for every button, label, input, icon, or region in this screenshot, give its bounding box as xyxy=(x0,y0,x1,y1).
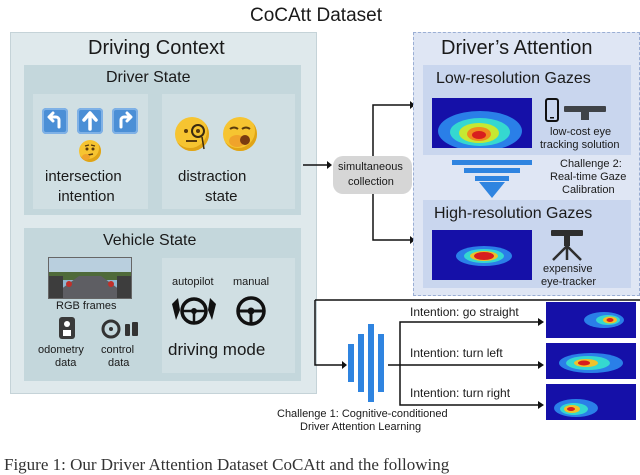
simultaneous-collection-box xyxy=(333,156,412,194)
intention-label-line1: intersection xyxy=(45,168,122,185)
output-heatmap-left xyxy=(546,343,636,379)
challenge2-line2: Real-time Gaze xyxy=(550,171,627,183)
learning-connectors xyxy=(314,299,640,409)
low-res-heading: Low-resolution Gazes xyxy=(436,70,591,87)
high-res-device-label-2: eye-tracker xyxy=(541,276,597,288)
rgb-frame-image xyxy=(48,257,132,299)
calibration-bar-1 xyxy=(452,160,532,165)
control-label-line1: control xyxy=(101,344,135,356)
calibration-arrow-icon xyxy=(479,182,505,198)
drivers-attention-heading: Driver’s Attention xyxy=(441,37,593,59)
dataset-title: CoCAtt Dataset xyxy=(250,5,382,26)
turn-right-icon xyxy=(112,108,138,134)
challenge1-line2: Driver Attention Learning xyxy=(300,421,422,433)
neural-network-icon xyxy=(346,322,386,404)
challenge2-line3: Calibration xyxy=(562,184,615,196)
autopilot-label: autopilot xyxy=(172,276,214,288)
driving-mode-label: driving mode xyxy=(168,340,266,359)
distraction-label-line2: state xyxy=(205,188,238,205)
intention-turn-right: Intention: turn right xyxy=(410,386,511,400)
vehicle-state-heading: Vehicle State xyxy=(103,232,197,249)
challenge2-line1: Challenge 2: xyxy=(560,158,622,170)
steering-pedal-icon xyxy=(101,318,141,340)
control-label-line2: data xyxy=(108,357,130,369)
low-res-heatmap xyxy=(432,98,532,148)
high-res-heatmap xyxy=(432,230,532,280)
calibration-bar-3 xyxy=(475,176,509,181)
expensive-eye-tracker-icon xyxy=(545,228,589,262)
output-heatmap-straight xyxy=(546,302,636,338)
intention-label-line2: intention xyxy=(58,188,115,205)
autopilot-hands-off-icon xyxy=(170,294,218,328)
distraction-box xyxy=(162,94,295,209)
yawning-face-icon xyxy=(223,117,257,151)
high-res-heading: High-resolution Gazes xyxy=(434,205,593,222)
turn-left-icon xyxy=(42,108,68,134)
calibration-bar-2 xyxy=(464,168,520,173)
low-res-device-label-2: tracking solution xyxy=(540,139,620,151)
challenge1-line1: Challenge 1: Cognitive-conditioned xyxy=(277,408,448,420)
output-heatmap-right xyxy=(546,384,636,420)
eye-tracker-bar-icon xyxy=(563,104,607,122)
odometry-label-line1: odometry xyxy=(38,344,84,356)
manual-label: manual xyxy=(233,276,270,288)
odometry-label-line2: data xyxy=(55,357,77,369)
intention-go-straight: Intention: go straight xyxy=(410,305,519,319)
monocle-face-icon xyxy=(175,117,209,151)
go-straight-icon xyxy=(77,108,103,134)
rgb-frames-label: RGB frames xyxy=(56,300,117,312)
phone-icon xyxy=(545,98,559,122)
high-res-device-label-1: expensive xyxy=(543,263,593,275)
odometry-icon xyxy=(57,316,77,340)
collection-label: collection xyxy=(348,176,394,188)
driving-context-heading: Driving Context xyxy=(88,37,225,59)
low-res-device-label-1: low-cost eye xyxy=(550,126,612,138)
intention-turn-left: Intention: turn left xyxy=(410,346,503,360)
distraction-label-line1: distraction xyxy=(178,168,247,185)
simultaneous-label: simultaneous xyxy=(338,161,403,173)
manual-steering-wheel-icon xyxy=(235,295,267,327)
driver-state-heading: Driver State xyxy=(106,69,191,86)
figure-caption: Figure 1: Our Driver Attention Dataset C… xyxy=(4,455,450,474)
thinking-face-icon xyxy=(79,140,101,162)
